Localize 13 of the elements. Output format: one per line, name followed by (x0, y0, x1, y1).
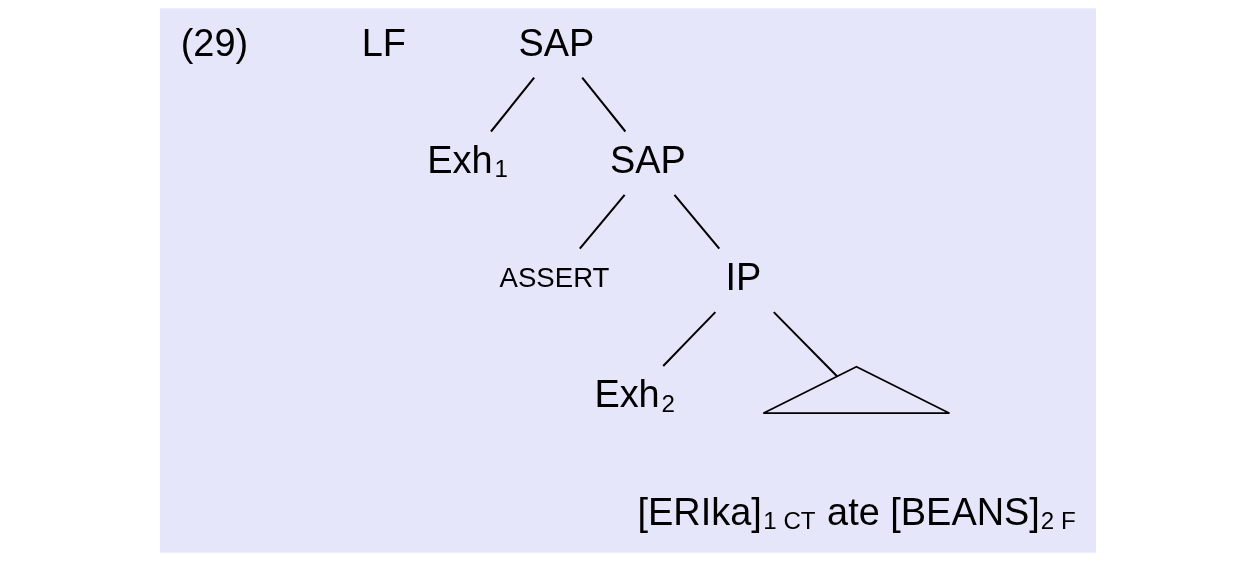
connector (578, 194, 625, 250)
node-triangle (761, 365, 950, 415)
node-text: SAP (609, 138, 686, 181)
label: LF (361, 21, 406, 64)
connector (489, 77, 535, 133)
node-text: ASSERT (499, 262, 609, 294)
node-text: IP (724, 256, 761, 299)
node-text: SAP (518, 21, 594, 64)
connector (673, 194, 720, 250)
connector (661, 311, 716, 367)
connector (580, 77, 626, 133)
label: (29) (180, 21, 248, 64)
connector (772, 311, 838, 378)
